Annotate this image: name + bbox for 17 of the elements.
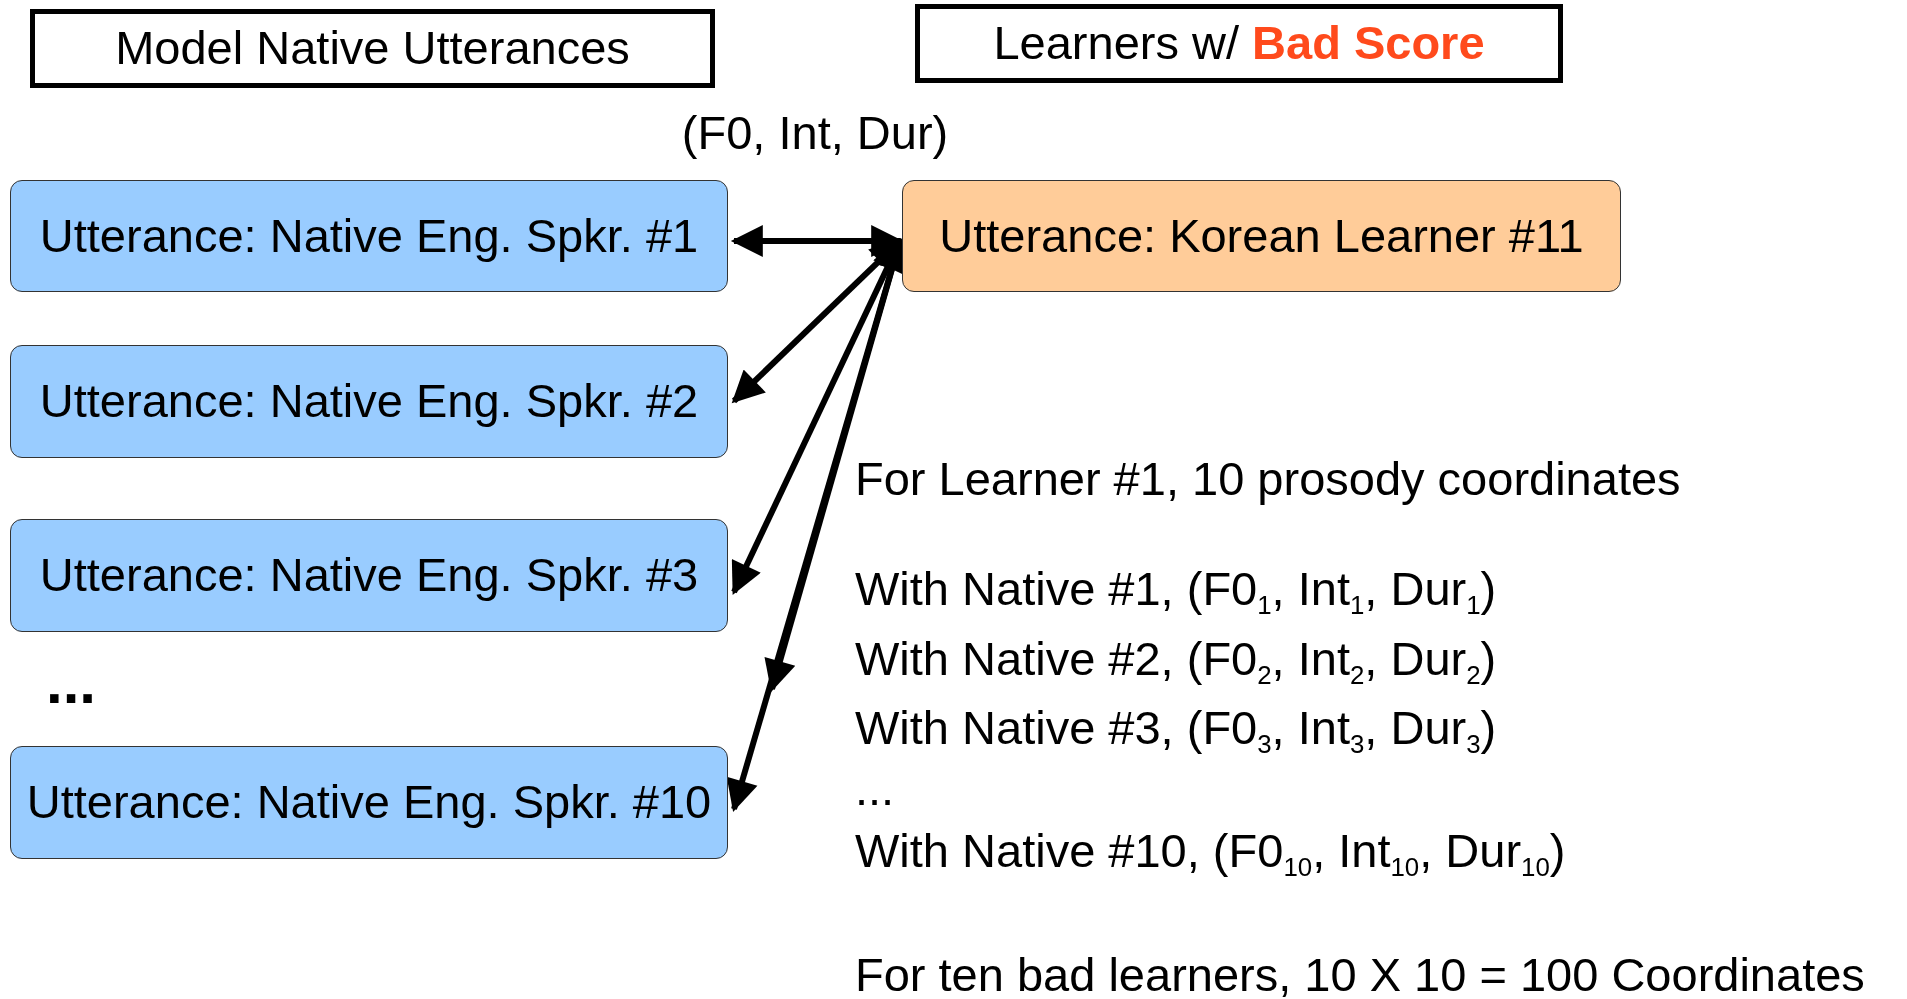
utterance-box: Utterance: Korean Learner #11 xyxy=(902,180,1621,292)
ellipsis: ... xyxy=(855,761,895,817)
note-text: For Learner #1, 10 prosody coordinates xyxy=(855,451,1681,507)
utterance-box: Utterance: Native Eng. Spkr. #3 xyxy=(10,519,728,632)
note-text: With Native #1, (F0$_{1}$, Int$_{1}$, Dur$_{1}$) xyxy=(855,561,1497,619)
note-text: With Native #3, (F0$_{3}$, Int$_{3}$, Dur$_{3}$) xyxy=(855,700,1497,758)
utterance-box: Utterance: Native Eng. Spkr. #10 xyxy=(10,746,728,859)
note-text: For ten bad learners, 10 X 10 = 100 Coordinates xyxy=(855,947,1865,999)
double-arrow xyxy=(731,238,903,595)
note-text: With Native #2, (F0$_{2}$, Int$_{2}$, Dur$_{2}$) xyxy=(855,631,1497,689)
ellipsis: ... xyxy=(46,648,96,718)
utterance-box: Utterance: Native Eng. Spkr. #2 xyxy=(10,345,728,458)
header-box: Learners w/ Bad Score xyxy=(915,4,1563,83)
measure-label: (F0, Int, Dur) xyxy=(681,105,949,161)
utterance-box: Utterance: Native Eng. Spkr. #1 xyxy=(10,180,728,292)
header-box: Model Native Utterances xyxy=(30,9,715,88)
note-text: With Native #10, (F0$_{10}$, Int$_{10}$, Dur$_{10}$) xyxy=(855,823,1566,881)
